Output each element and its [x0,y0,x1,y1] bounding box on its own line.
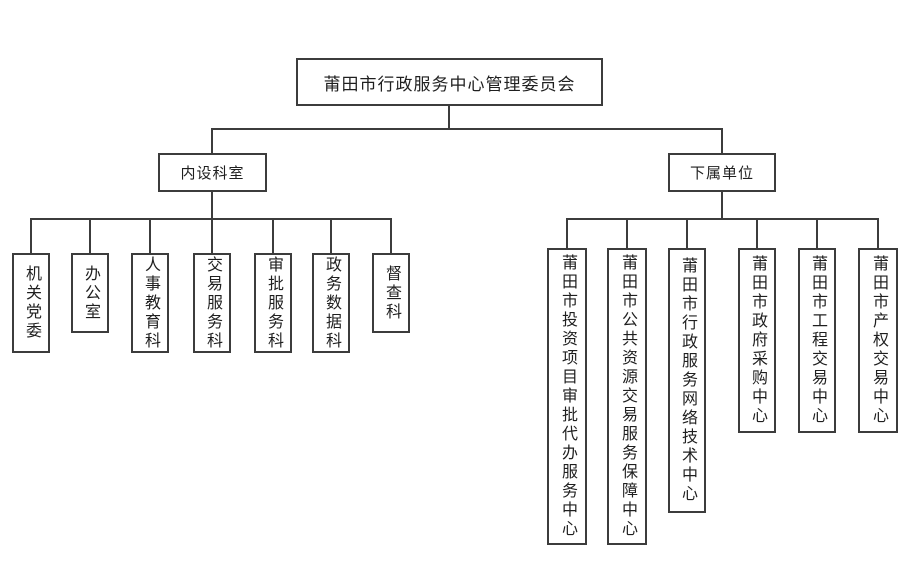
node-supervision: 督查科 [372,253,410,333]
node-approval-service-label: 审批服务科 [265,255,282,351]
node-party-committee: 机关党委 [12,253,50,353]
connector-right-drop-3 [686,218,688,248]
node-govt-data: 政务数据科 [312,253,350,353]
connector-right-drop-6 [877,218,879,248]
connector-left-drop-4 [211,218,213,253]
connector-left-drop-6 [330,218,332,253]
connector-right-drop-5 [816,218,818,248]
node-public-resource-center: 莆田市公共资源交易服务保障中心 [607,248,647,545]
node-personnel-education: 人事教育科 [131,253,169,353]
connector-left-drop-3 [149,218,151,253]
node-subordinate-units: 下属单位 [668,153,776,192]
connector-left-stub [211,192,213,220]
node-engineering-trading-center: 莆田市工程交易中心 [798,248,836,433]
node-party-committee-label: 机关党委 [23,265,40,341]
node-govt-procurement-center: 莆田市政府采购中心 [738,248,776,433]
connector-main-horizontal [211,128,723,130]
node-investment-project-center-label: 莆田市投资项目审批代办服务中心 [559,254,576,539]
node-public-resource-center-label: 莆田市公共资源交易服务保障中心 [619,254,636,539]
node-trading-service: 交易服务科 [193,253,231,353]
node-management-committee: 莆田市行政服务中心管理委员会 [296,58,603,106]
connector-right-drop-4 [756,218,758,248]
connector-left-drop-5 [272,218,274,253]
connector-right-drop-2 [626,218,628,248]
connector-left-drop-1 [30,218,32,253]
node-investment-project-center: 莆田市投资项目审批代办服务中心 [547,248,587,545]
node-trading-service-label: 交易服务科 [204,255,221,351]
node-engineering-trading-center-label: 莆田市工程交易中心 [809,255,826,426]
node-property-rights-center: 莆田市产权交易中心 [858,248,898,433]
connector-right-horizontal [566,218,879,220]
node-network-tech-center-label: 莆田市行政服务网络技术中心 [679,257,696,504]
node-general-office: 办公室 [71,253,109,333]
node-govt-data-label: 政务数据科 [323,255,340,351]
connector-left-drop-7 [390,218,392,253]
connector-left-drop-2 [89,218,91,253]
connector-branch-right-drop [721,128,723,153]
connector-right-drop-1 [566,218,568,248]
node-internal-departments-label: 内设科室 [180,165,245,182]
node-general-office-label: 办公室 [82,264,99,322]
node-personnel-education-label: 人事教育科 [142,255,159,351]
connector-branch-left-drop [211,128,213,153]
node-property-rights-center-label: 莆田市产权交易中心 [870,255,887,426]
node-supervision-label: 督查科 [383,264,400,322]
node-internal-departments: 内设科室 [158,153,267,192]
node-subordinate-units-label: 下属单位 [689,165,754,182]
node-network-tech-center: 莆田市行政服务网络技术中心 [668,248,706,513]
connector-root-stub [448,106,450,130]
node-govt-procurement-center-label: 莆田市政府采购中心 [749,255,766,426]
node-management-committee-label: 莆田市行政服务中心管理委员会 [323,74,576,94]
connector-right-stub [721,192,723,220]
node-approval-service: 审批服务科 [254,253,292,353]
